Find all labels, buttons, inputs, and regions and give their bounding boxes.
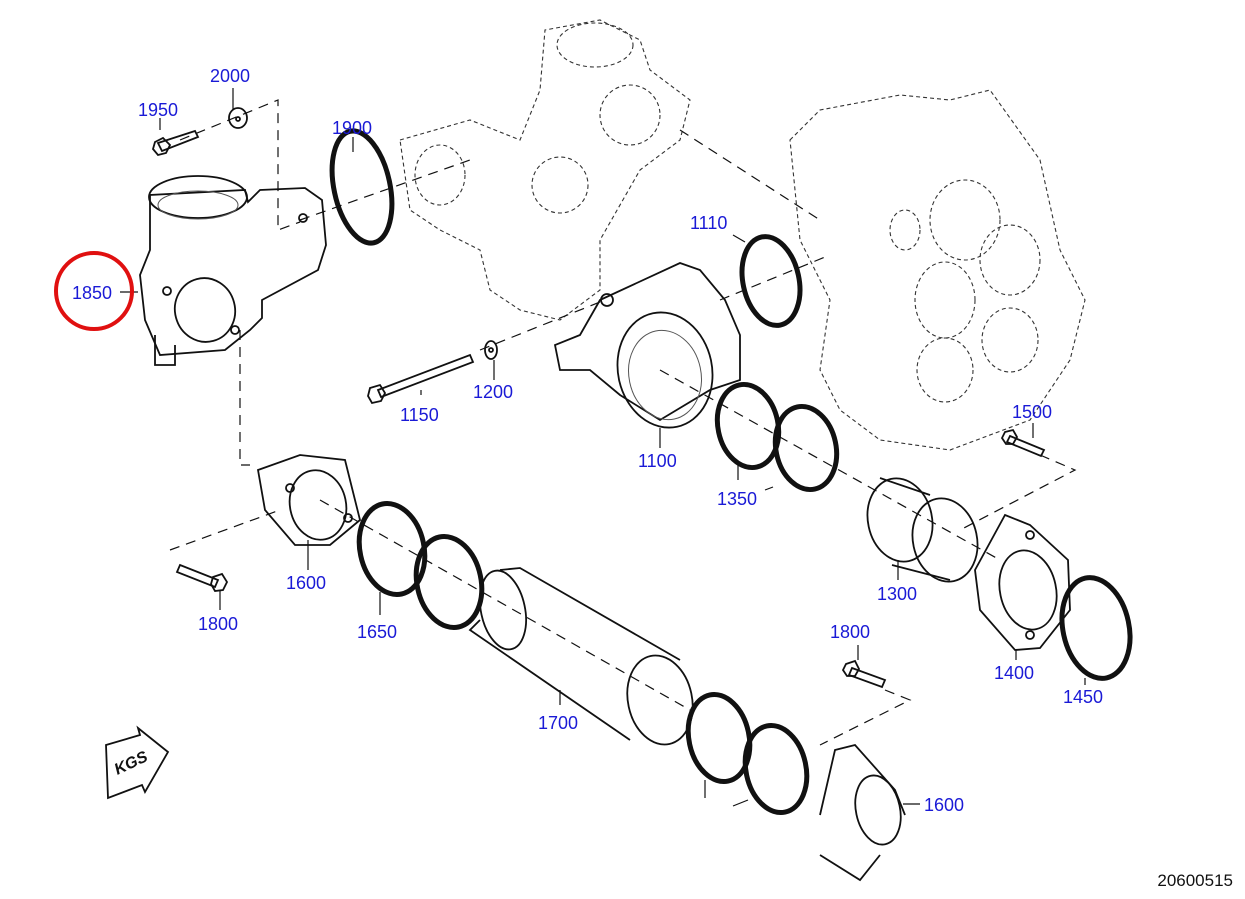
part-label-1900[interactable]: 1900 bbox=[332, 118, 373, 138]
part-label-1110[interactable]: 1110 bbox=[690, 213, 728, 233]
fasteners bbox=[152, 107, 1046, 689]
part-label-1600-lower[interactable]: 1600 bbox=[924, 795, 965, 815]
part-label-1350[interactable]: 1350 bbox=[717, 489, 758, 509]
part-label-2000[interactable]: 2000 bbox=[210, 66, 251, 86]
part-label-1650[interactable]: 1650 bbox=[357, 622, 398, 642]
highlight-circle bbox=[54, 251, 134, 331]
part-label-1400[interactable]: 1400 bbox=[994, 663, 1035, 683]
part-1850-elbow bbox=[139, 175, 327, 366]
part-label-1100[interactable]: 1100 bbox=[638, 451, 677, 471]
part-label-1700[interactable]: 1700 bbox=[538, 713, 579, 733]
part-1600-lower-flange bbox=[819, 743, 906, 882]
leader-lines bbox=[120, 88, 1086, 807]
part-1100-housing bbox=[553, 262, 741, 429]
part-label-1600-upper[interactable]: 1600 bbox=[286, 573, 327, 593]
part-1300-sleeve bbox=[866, 477, 979, 583]
part-label-1500[interactable]: 1500 bbox=[1012, 402, 1053, 422]
part-label-1950[interactable]: 1950 bbox=[138, 100, 179, 120]
part-label-1200[interactable]: 1200 bbox=[473, 382, 514, 402]
document-number: 20600515 bbox=[1157, 871, 1233, 890]
part-1700-tube bbox=[468, 567, 694, 746]
part-label-1300[interactable]: 1300 bbox=[877, 584, 918, 604]
part-label-1800-left[interactable]: 1800 bbox=[198, 614, 239, 634]
part-label-1150[interactable]: 1150 bbox=[400, 405, 439, 425]
part-label-1800-right[interactable]: 1800 bbox=[830, 622, 871, 642]
part-1400-flange bbox=[974, 513, 1071, 651]
assembly-lines bbox=[169, 99, 1077, 746]
part-label-1450[interactable]: 1450 bbox=[1063, 687, 1104, 707]
background-casting-right bbox=[789, 89, 1086, 451]
part-1600-upper-flange bbox=[256, 454, 362, 546]
o-rings bbox=[329, 128, 1133, 815]
background-casting-left bbox=[399, 19, 691, 321]
kgs-orientation-arrow bbox=[105, 725, 170, 800]
